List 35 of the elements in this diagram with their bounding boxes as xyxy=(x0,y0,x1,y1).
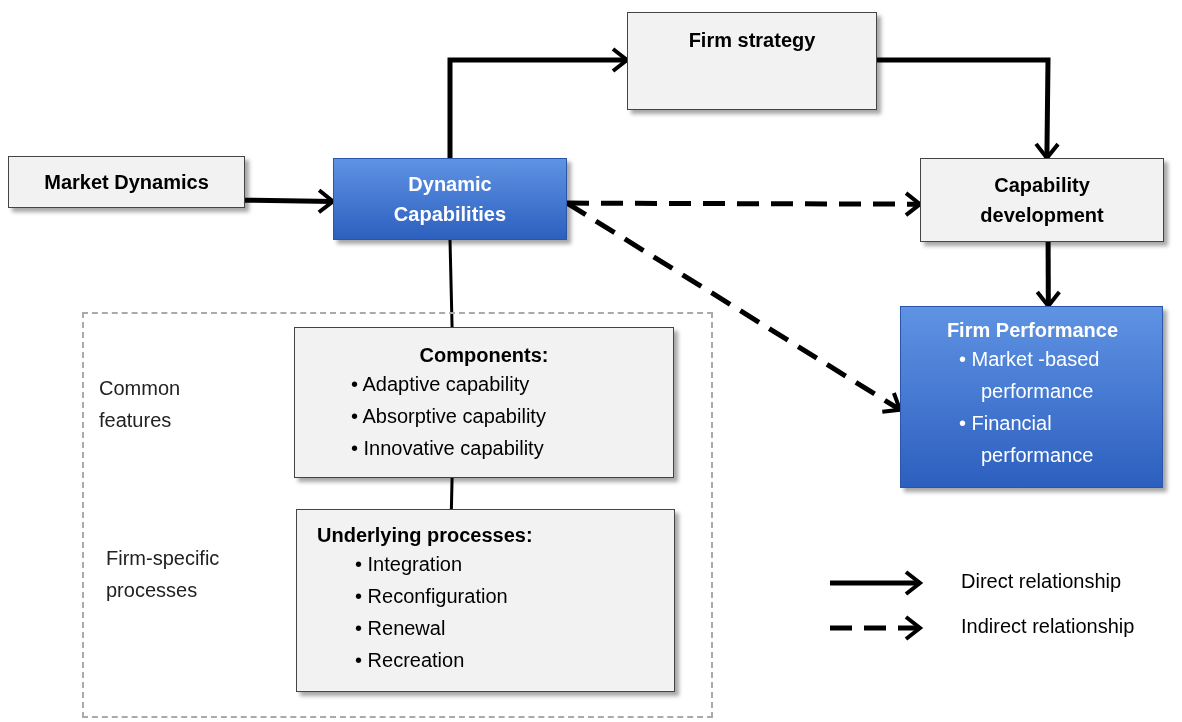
arrow xyxy=(244,188,335,215)
dashed-group-frame xyxy=(82,312,713,718)
arrow xyxy=(447,47,629,158)
outcome-box xyxy=(900,306,1163,488)
box-title: Firm strategy xyxy=(687,28,817,53)
list-item: • Integration xyxy=(355,552,464,577)
box-title: Capability development xyxy=(979,173,1105,228)
connector-line xyxy=(449,477,454,510)
legend-text: Direct relationship xyxy=(961,570,1122,593)
list-item: • Adaptive capability xyxy=(351,372,531,397)
process-box xyxy=(333,158,567,240)
process-box xyxy=(920,158,1164,242)
list-item: • Recreation xyxy=(355,648,466,673)
list-item: • Innovative capability xyxy=(351,436,545,461)
list-box xyxy=(296,509,675,692)
process-box xyxy=(627,12,877,110)
arrow xyxy=(567,191,922,218)
list-item: • Reconfiguration xyxy=(355,584,509,609)
list-item: • Market -based performance xyxy=(959,347,1101,404)
box-title: Dynamic Capabilities xyxy=(392,172,508,227)
list-box xyxy=(294,327,674,478)
group-label: Common features xyxy=(99,376,182,433)
arrow xyxy=(877,57,1061,160)
arrow xyxy=(1035,242,1062,308)
box-title: Underlying processes: xyxy=(317,523,534,548)
group-label: Firm-specific processes xyxy=(106,546,221,603)
list-item: • Financial performance xyxy=(959,411,1095,468)
legend-text: Indirect relationship xyxy=(961,615,1135,638)
list-item: • Renewal xyxy=(355,616,447,641)
list-item: • Absorptive capability xyxy=(351,404,547,429)
connector-line xyxy=(448,239,454,328)
box-title: Firm Performance xyxy=(945,318,1120,343)
box-title: Components: xyxy=(418,343,550,368)
process-box xyxy=(8,156,245,208)
box-title: Market Dynamics xyxy=(43,170,210,195)
